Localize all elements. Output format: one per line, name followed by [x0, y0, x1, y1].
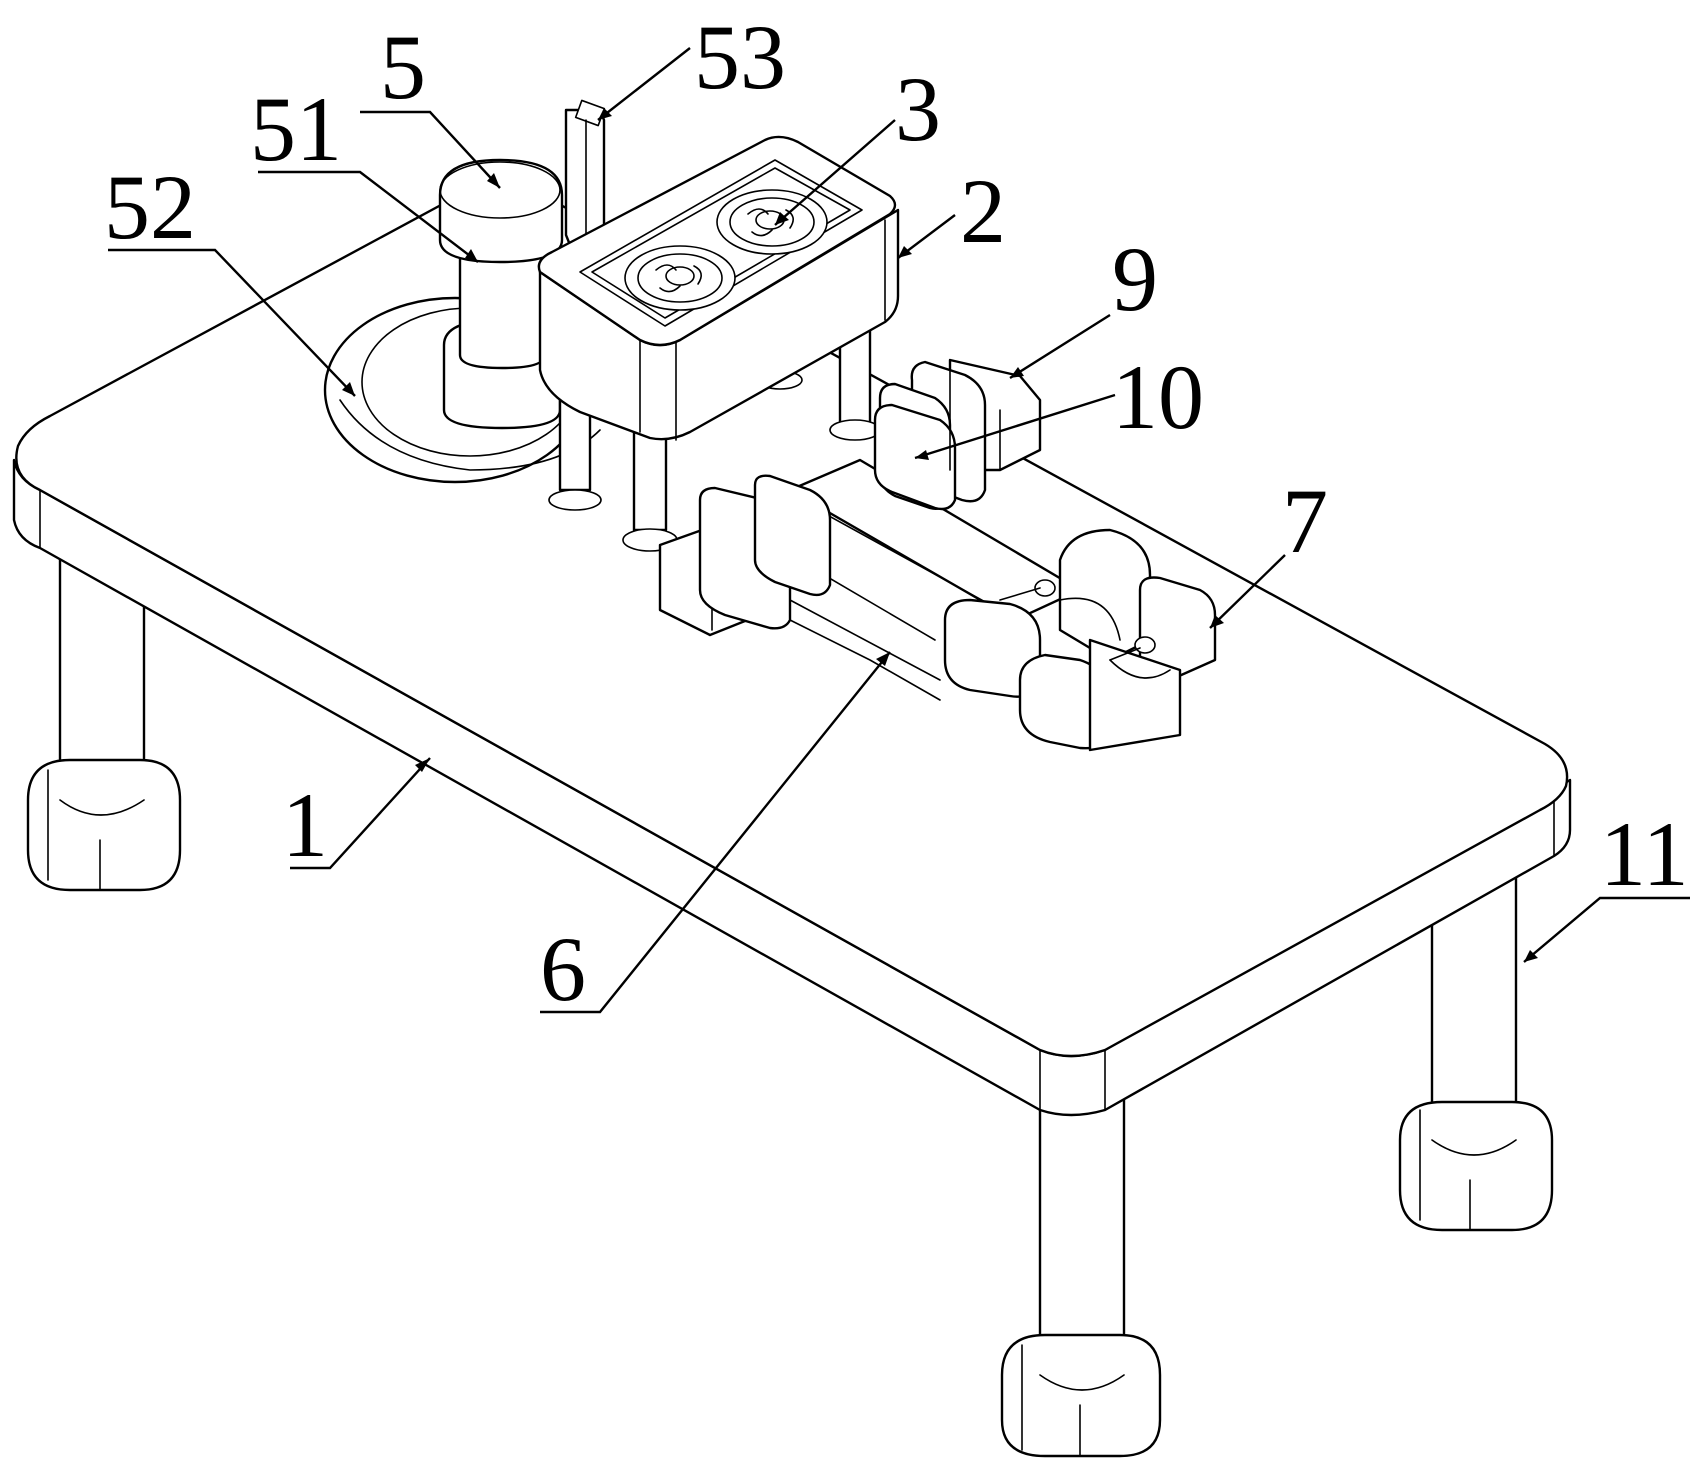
label-11: 11 [1600, 803, 1689, 905]
label-3: 3 [895, 58, 941, 160]
leader-10 [914, 393, 1116, 460]
label-2: 2 [960, 160, 1006, 262]
fan-housing [537, 135, 900, 552]
leader-51 [258, 170, 479, 263]
leader-52 [108, 248, 356, 397]
label-6: 6 [540, 918, 586, 1020]
label-53: 53 [694, 6, 786, 108]
clamp-assembly-7 [943, 528, 1217, 752]
leader-lines [108, 47, 1690, 1014]
leader-1 [290, 757, 431, 870]
leader-9 [1009, 313, 1111, 380]
motor-unit-9-10 [873, 358, 1042, 511]
leader-53 [597, 47, 691, 121]
label-1: 1 [282, 774, 328, 876]
label-52: 52 [104, 156, 196, 258]
label-9: 9 [1112, 228, 1158, 330]
motor-unit-left [658, 474, 941, 701]
label-51: 51 [250, 78, 342, 180]
leader-3 [774, 119, 896, 226]
leader-11 [1523, 896, 1690, 963]
leader-6 [540, 651, 891, 1014]
leg-front [1000, 1088, 1162, 1458]
part-labels: 1 2 3 5 6 7 9 10 11 51 52 53 [104, 6, 1689, 1020]
label-5: 5 [380, 16, 426, 118]
label-7: 7 [1282, 470, 1328, 572]
label-10: 10 [1112, 346, 1204, 448]
leader-5 [360, 110, 501, 189]
leader-7 [1209, 554, 1286, 629]
